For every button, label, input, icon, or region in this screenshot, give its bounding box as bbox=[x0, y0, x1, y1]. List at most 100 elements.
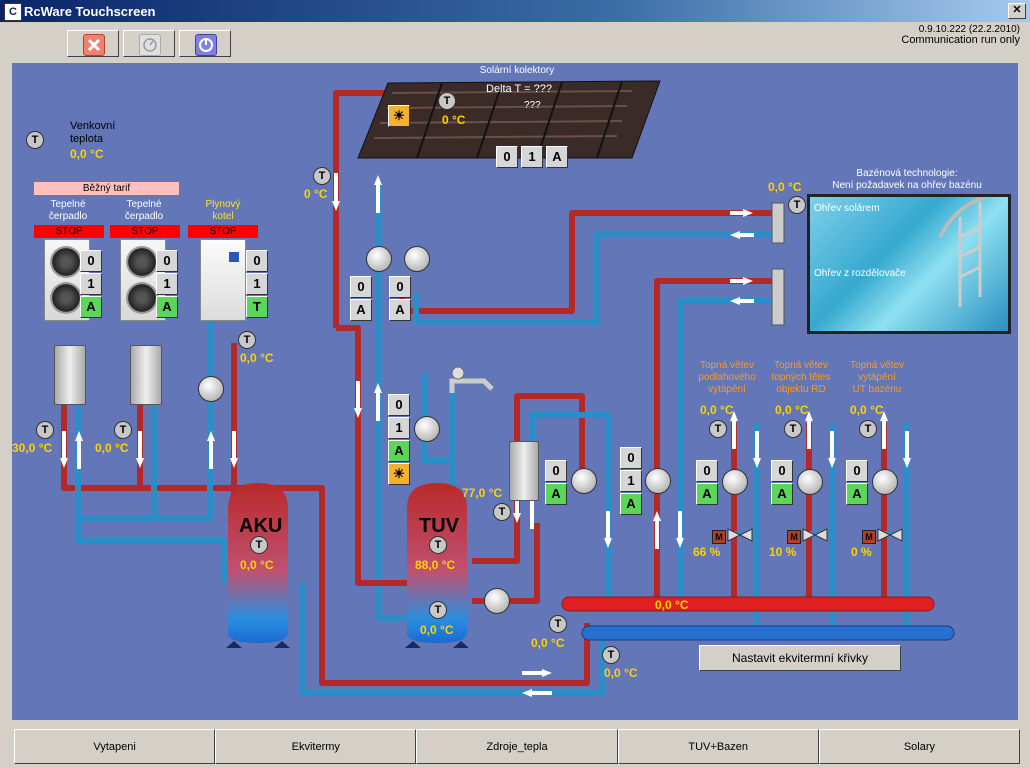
heat-pump-1-switch-auto[interactable]: A bbox=[80, 296, 102, 318]
tuv-hx-sensor[interactable]: T bbox=[493, 503, 511, 521]
title-bar: C RcWare Touchscreen ✕ bbox=[0, 0, 1030, 22]
branch-2-switch-auto[interactable]: A bbox=[771, 483, 793, 505]
heat-pump-2-sensor[interactable]: T bbox=[114, 421, 132, 439]
aku-temp: 0,0 °C bbox=[240, 558, 274, 572]
solar-switch-auto[interactable]: A bbox=[546, 146, 568, 168]
tuv-pump-switch-auto[interactable]: A bbox=[545, 483, 567, 505]
tab-tuv-bazen[interactable]: TUV+Bazen bbox=[617, 729, 819, 764]
heat-pump-1-temp: 30,0 °C bbox=[12, 441, 53, 455]
solar-return-sensor[interactable]: T bbox=[313, 167, 331, 185]
branch-3-switch-0[interactable]: 0 bbox=[846, 460, 868, 482]
solar-switch-1[interactable]: 1 bbox=[521, 146, 543, 168]
gas-boiler-sensor[interactable]: T bbox=[238, 331, 256, 349]
version-info: 0.9.10.222 (22.2.2010) Communication run… bbox=[901, 24, 1020, 46]
solar-pump-1[interactable] bbox=[366, 246, 392, 272]
tab-solary[interactable]: Solary bbox=[818, 729, 1021, 764]
solar-sensor[interactable]: T bbox=[438, 92, 456, 110]
branch-2-label: Topná větev topných těles objektu RD bbox=[766, 360, 836, 396]
power-button[interactable] bbox=[179, 30, 231, 57]
branch-3-switch-auto[interactable]: A bbox=[846, 483, 868, 505]
solar-pump-2[interactable] bbox=[404, 246, 430, 272]
solar-pump-2-switch-0[interactable]: 0 bbox=[389, 276, 411, 298]
dist-pump-switch-1[interactable]: 1 bbox=[620, 470, 642, 492]
heat-pump-1-label-2: čerpadlo bbox=[48, 211, 88, 222]
gas-boiler-switch-thermostat[interactable]: T bbox=[246, 296, 268, 318]
branch-1-valve-motor[interactable]: M bbox=[712, 530, 726, 544]
stop-button[interactable] bbox=[67, 30, 119, 57]
branch-1-sensor[interactable]: T bbox=[709, 420, 727, 438]
heat-pump-2-switch-0[interactable]: 0 bbox=[156, 250, 178, 272]
branch-3-pump[interactable] bbox=[872, 469, 898, 495]
branch-1-pump[interactable] bbox=[722, 469, 748, 495]
pause-button[interactable] bbox=[123, 30, 175, 57]
tuv-circulation-pump[interactable] bbox=[484, 588, 510, 614]
aku-pump-switch-auto[interactable]: A bbox=[388, 440, 410, 462]
heat-pump-2-switch-auto[interactable]: A bbox=[156, 296, 178, 318]
dist-pump-switch-auto[interactable]: A bbox=[620, 493, 642, 515]
branch-2-pump[interactable] bbox=[797, 469, 823, 495]
pool-title-2: Není požadavek na ohřev bazénu bbox=[832, 180, 982, 191]
tuv-bottom-sensor[interactable]: T bbox=[429, 601, 447, 619]
aku-pump-switch-1[interactable]: 1 bbox=[388, 417, 410, 439]
tab-ekvitermy[interactable]: Ekvitermy bbox=[215, 729, 417, 764]
aku-sensor[interactable]: T bbox=[250, 536, 268, 554]
return-sensor-1[interactable]: T bbox=[549, 615, 567, 633]
heat-pump-2-temp: 0,0 °C bbox=[95, 441, 129, 455]
power-icon bbox=[195, 34, 217, 56]
tab-zdroje-tepla[interactable]: Zdroje_tepla bbox=[416, 729, 618, 764]
branch-2-switch-0[interactable]: 0 bbox=[771, 460, 793, 482]
aku-sun-icon[interactable]: ☀ bbox=[388, 463, 410, 485]
heat-pump-1-switch-1[interactable]: 1 bbox=[80, 273, 102, 295]
branch-3-sensor[interactable]: T bbox=[859, 420, 877, 438]
branch-2-valve: 10 % bbox=[769, 545, 797, 559]
return-temp-1: 0,0 °C bbox=[531, 636, 565, 650]
tuv-sensor[interactable]: T bbox=[429, 536, 447, 554]
branch-1-switch-0[interactable]: 0 bbox=[696, 460, 718, 482]
branch-2-label-3: objektu RD bbox=[776, 384, 826, 395]
close-button[interactable]: ✕ bbox=[1008, 3, 1026, 19]
branch-3-valve-motor[interactable]: M bbox=[862, 530, 876, 544]
manifold-temp: 0,0 °C bbox=[655, 598, 689, 612]
branch-1-label: Topná větev podlahového vytápění bbox=[692, 360, 762, 396]
tab-vytapeni[interactable]: Vytapeni bbox=[14, 729, 216, 764]
gas-boiler-pump[interactable] bbox=[198, 376, 224, 402]
branch-2-valve-motor[interactable]: M bbox=[787, 530, 801, 544]
gas-boiler-switch-1[interactable]: 1 bbox=[246, 273, 268, 295]
solar-sun-icon[interactable]: ☀ bbox=[388, 105, 410, 127]
solar-pump-1-switch-0[interactable]: 0 bbox=[350, 276, 372, 298]
pause-icon bbox=[139, 34, 161, 56]
solar-switch-0[interactable]: 0 bbox=[496, 146, 518, 168]
pool-ladder-icon bbox=[938, 197, 986, 307]
pool-title-1: Bazénová technologie: bbox=[856, 168, 958, 179]
branch-2-label-1: Topná větev bbox=[774, 360, 828, 371]
solar-pump-2-switch-auto[interactable]: A bbox=[389, 299, 411, 321]
branch-1-switch-auto[interactable]: A bbox=[696, 483, 718, 505]
dist-pump[interactable] bbox=[645, 468, 671, 494]
branch-1-temp: 0,0 °C bbox=[700, 403, 734, 417]
branch-1-label-1: Topná větev bbox=[700, 360, 754, 371]
solar-temp: 0 °C bbox=[442, 113, 466, 127]
return-sensor-2[interactable]: T bbox=[602, 646, 620, 664]
branch-2-sensor[interactable]: T bbox=[784, 420, 802, 438]
solar-collector-panels bbox=[357, 80, 661, 159]
pool-sensor[interactable]: T bbox=[788, 196, 806, 214]
heat-pump-1-label-1: Tepelné bbox=[50, 199, 86, 210]
supply-manifold bbox=[561, 596, 935, 612]
branch-2-label-2: topných těles bbox=[771, 372, 831, 383]
solar-pump-1-switch-auto[interactable]: A bbox=[350, 299, 372, 321]
heat-pump-1-exchanger bbox=[54, 345, 86, 405]
heat-pump-1-sensor[interactable]: T bbox=[36, 421, 54, 439]
tuv-pump-switch-0[interactable]: 0 bbox=[545, 460, 567, 482]
gas-boiler-unit bbox=[200, 239, 246, 321]
tuv-pump[interactable] bbox=[571, 468, 597, 494]
heat-pump-1-switch-0[interactable]: 0 bbox=[80, 250, 102, 272]
aku-pump[interactable] bbox=[414, 416, 440, 442]
heat-pump-2-switch-1[interactable]: 1 bbox=[156, 273, 178, 295]
aku-pump-switch-0[interactable]: 0 bbox=[388, 394, 410, 416]
window-title: RcWare Touchscreen bbox=[24, 4, 156, 19]
equitherm-curves-button[interactable]: Nastavit ekvitermní křivky bbox=[699, 645, 901, 671]
gas-boiler-switch-0[interactable]: 0 bbox=[246, 250, 268, 272]
dist-pump-switch-0[interactable]: 0 bbox=[620, 447, 642, 469]
branch-3-label-1: Topná větev bbox=[850, 360, 904, 371]
outside-temp-sensor[interactable]: T bbox=[26, 131, 44, 149]
